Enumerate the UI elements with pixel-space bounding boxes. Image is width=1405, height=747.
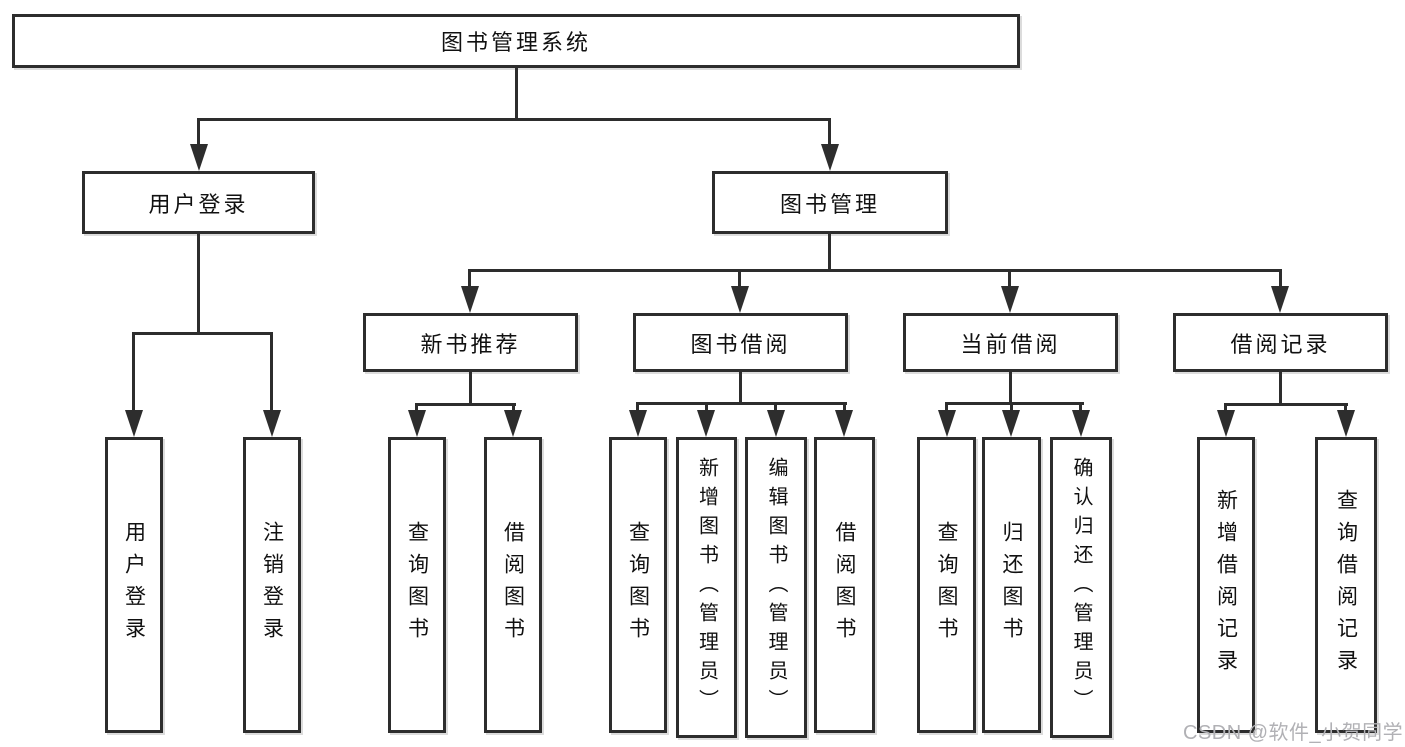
arrowhead [1271, 286, 1289, 313]
leaf-label: 查询图书 [935, 521, 958, 649]
leaf-label: 借阅图书 [501, 521, 525, 649]
node-label: 图书借阅 [690, 331, 791, 357]
leaf-confirm-return-admin: 确认归还（管理员） [1050, 437, 1112, 738]
leaf-borrow-books-recommend: 借阅图书 [484, 437, 542, 733]
arrowhead [938, 410, 956, 437]
edge-line [945, 402, 1084, 405]
leaf-label: 查询图书 [626, 521, 650, 649]
edge-line [197, 118, 200, 147]
node-user-login: 用户登录 [82, 171, 315, 234]
arrowhead [1072, 410, 1090, 437]
leaf-label: 查询借阅记录 [1334, 489, 1358, 681]
edge-line [843, 402, 846, 413]
leaf-label: 新增图书（管理员） [695, 457, 718, 718]
node-book-borrowing: 图书借阅 [633, 313, 848, 372]
leaf-label: 确认归还（管理员） [1070, 457, 1092, 718]
node-label: 图书管理系统 [440, 30, 591, 55]
node-label: 借阅记录 [1230, 331, 1331, 357]
edge-line [945, 402, 948, 413]
leaf-label: 编辑图书（管理员） [765, 457, 787, 718]
arrowhead [731, 286, 749, 313]
node-label: 当前借阅 [960, 331, 1061, 357]
node-label: 用户登录 [148, 191, 249, 217]
edge-line [270, 332, 273, 412]
edge-line [415, 403, 516, 406]
edge-line [1079, 402, 1082, 413]
edge-line [739, 372, 742, 405]
node-current-borrowing: 当前借阅 [903, 313, 1118, 372]
leaf-edit-books-admin: 编辑图书（管理员） [745, 437, 807, 738]
node-book-management: 图书管理 [712, 171, 948, 234]
arrowhead [1337, 410, 1355, 437]
edge-line [705, 402, 708, 413]
leaf-logout-login: 注销登录 [243, 437, 301, 733]
edge-line [1010, 402, 1013, 413]
edge-line [468, 269, 1282, 272]
leaf-query-books-current: 查询图书 [917, 437, 976, 733]
arrowhead [263, 410, 281, 437]
arrowhead [1001, 286, 1019, 313]
edge-line [828, 234, 831, 272]
edge-line [415, 403, 418, 413]
arrowhead [1217, 410, 1235, 437]
leaf-query-books-borrow: 查询图书 [609, 437, 667, 733]
edge-line [1009, 372, 1012, 405]
leaf-query-borrow-record: 查询借阅记录 [1315, 437, 1377, 733]
csdn-watermark: CSDN @软件_小贺同学 [1183, 722, 1404, 744]
edge-line [1224, 403, 1348, 406]
node-library-management-system: 图书管理系统 [12, 14, 1020, 68]
leaf-label: 用户登录 [122, 521, 146, 649]
arrowhead [835, 410, 853, 437]
edge-line [1344, 403, 1347, 413]
edge-line [636, 402, 639, 413]
arrowhead [697, 410, 715, 437]
arrowhead [767, 410, 785, 437]
node-new-book-recommendation: 新书推荐 [363, 313, 578, 372]
edge-line [512, 403, 515, 413]
leaf-user-login: 用户登录 [105, 437, 163, 733]
edge-line [774, 402, 777, 413]
arrowhead [125, 410, 143, 437]
arrowhead [821, 144, 839, 171]
leaf-label: 注销登录 [260, 521, 284, 649]
arrowhead [504, 410, 522, 437]
edge-line [132, 332, 135, 412]
leaf-label: 归还图书 [1000, 521, 1023, 649]
edge-line [1008, 269, 1011, 288]
edge-line [468, 269, 471, 288]
edge-line [1279, 269, 1282, 288]
edge-line [515, 68, 518, 121]
leaf-label: 新增借阅记录 [1214, 489, 1238, 681]
arrowhead [190, 144, 208, 171]
arrowhead [408, 410, 426, 437]
edge-line [828, 118, 831, 147]
edge-line [1224, 403, 1227, 413]
leaf-add-borrow-record: 新增借阅记录 [1197, 437, 1255, 733]
arrowhead [1002, 410, 1020, 437]
leaf-borrow-books: 借阅图书 [814, 437, 875, 733]
node-label: 新书推荐 [420, 331, 521, 357]
node-label: 图书管理 [779, 191, 880, 217]
edge-line [738, 269, 741, 288]
node-borrowing-records: 借阅记录 [1173, 313, 1388, 372]
arrowhead [461, 286, 479, 313]
edge-line [636, 402, 847, 405]
leaf-add-books-admin: 新增图书（管理员） [676, 437, 737, 738]
edge-line [197, 118, 831, 121]
edge-line [197, 234, 200, 335]
arrowhead [629, 410, 647, 437]
leaf-return-books: 归还图书 [982, 437, 1041, 733]
edge-line [132, 332, 273, 335]
leaf-label: 借阅图书 [833, 521, 856, 649]
leaf-label: 查询图书 [405, 521, 429, 649]
edge-line [469, 372, 472, 406]
edge-line [1279, 372, 1282, 406]
leaf-query-books-recommend: 查询图书 [388, 437, 446, 733]
